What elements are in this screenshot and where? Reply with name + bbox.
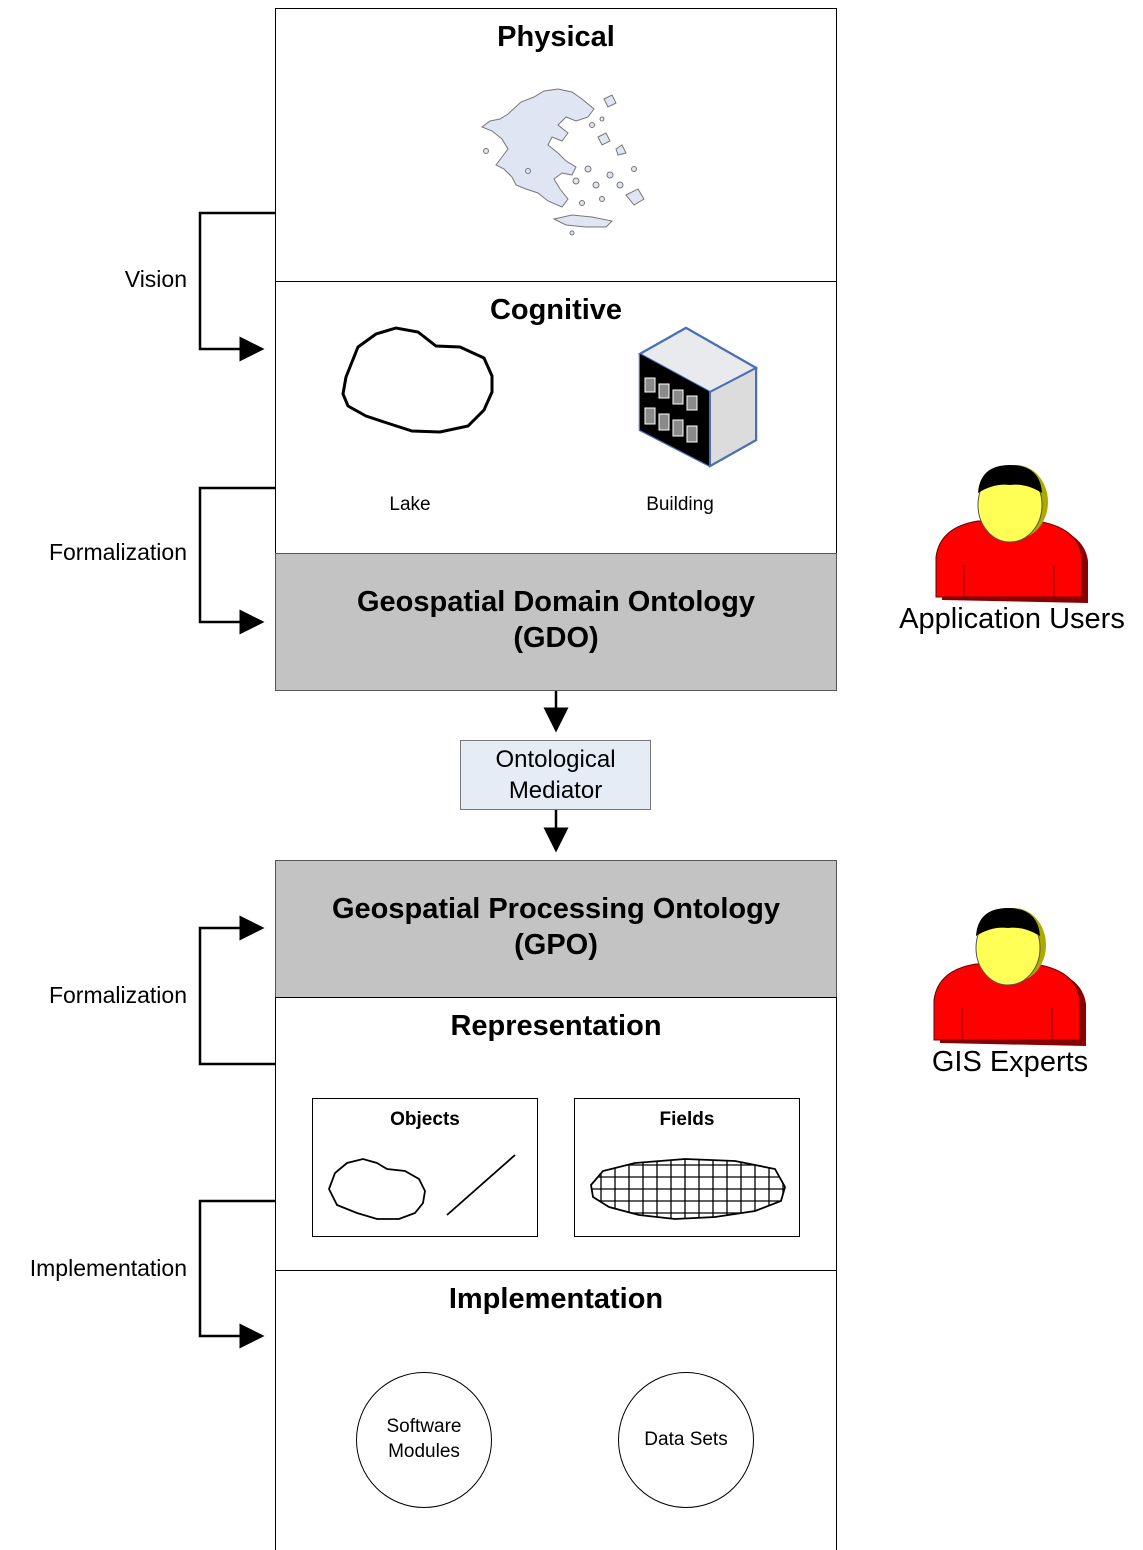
- representation-title: Representation: [450, 1010, 662, 1042]
- gdo-layer: Geospatial Domain Ontology (GDO): [275, 553, 837, 691]
- lake-shape-icon: [341, 326, 494, 434]
- objects-shapes-icon: [328, 1154, 516, 1220]
- objects-panel: Objects: [312, 1098, 538, 1237]
- representation-layer: Representation Objects Fields: [275, 997, 837, 1271]
- fields-grid-icon: [590, 1158, 786, 1220]
- implementation-title: Implementation: [448, 1283, 664, 1315]
- objects-label: Objects: [390, 1109, 460, 1130]
- fields-panel: Fields: [574, 1098, 800, 1237]
- gpo-layer: Geospatial Processing Ontology (GPO): [275, 860, 837, 998]
- software-modules-circle: Software Modules: [356, 1372, 492, 1508]
- application-users-label: Application Users: [899, 603, 1125, 635]
- gis-experts-label: GIS Experts: [931, 1046, 1089, 1078]
- software-modules-line1: Software: [386, 1416, 462, 1437]
- formalization-top-label: Formalization: [48, 539, 187, 565]
- building-icon: [637, 326, 759, 468]
- implementation-label: Implementation: [29, 1255, 187, 1281]
- vision-label: Vision: [124, 266, 187, 292]
- implementation-arrow: [198, 1199, 275, 1349]
- cognitive-title: Cognitive: [489, 294, 623, 326]
- gpo-title-line2: (GPO): [514, 929, 598, 961]
- vision-arrow: [198, 211, 275, 362]
- greece-map-icon: [480, 88, 645, 236]
- physical-layer: Physical: [275, 8, 837, 282]
- gdo-title-line1: Geospatial Domain Ontology: [357, 586, 755, 618]
- data-sets-circle: Data Sets: [618, 1372, 754, 1508]
- ontological-mediator: Ontological Mediator: [460, 740, 651, 810]
- data-sets-label: Data Sets: [644, 1429, 728, 1450]
- physical-title: Physical: [497, 21, 615, 53]
- formalization-bottom-label: Formalization: [48, 982, 187, 1008]
- mediator-line1: Ontological: [495, 746, 616, 773]
- fields-label: Fields: [659, 1109, 715, 1130]
- gdo-title-line2: (GDO): [513, 622, 599, 654]
- gpo-title-line1: Geospatial Processing Ontology: [332, 893, 780, 925]
- formalization-bottom-arrow: [198, 915, 275, 1066]
- formalization-top-arrow: [198, 486, 275, 635]
- mediator-line2: Mediator: [508, 777, 603, 804]
- lake-label: Lake: [389, 494, 431, 515]
- building-label: Building: [646, 494, 714, 515]
- implementation-layer: Implementation Software Modules Data Set…: [275, 1270, 837, 1550]
- software-modules-line2: Modules: [388, 1441, 460, 1462]
